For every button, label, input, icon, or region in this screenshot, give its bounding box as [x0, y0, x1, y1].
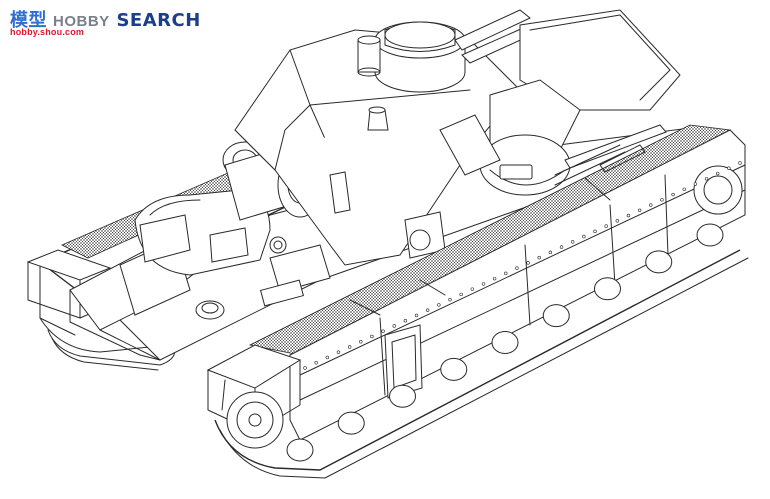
rivet [381, 329, 385, 333]
rivet [593, 229, 597, 234]
rivet [347, 345, 352, 349]
rivet [504, 271, 508, 276]
rivet [325, 355, 330, 360]
watermark-title: 模型 HOBBY SEARCH [10, 6, 201, 32]
rivet [392, 324, 396, 328]
road-wheel [594, 277, 621, 301]
rivet [704, 177, 709, 181]
rivet [303, 366, 307, 370]
rivet [660, 198, 664, 202]
road-wheel [696, 223, 724, 247]
road-wheel [286, 438, 314, 462]
watermark-url: hobby.shou.com [10, 27, 85, 37]
rivet [515, 266, 519, 270]
rivet [559, 245, 564, 249]
rivet [414, 313, 419, 318]
road-wheel [389, 384, 416, 408]
road-wheel [542, 304, 570, 328]
rivet [671, 192, 675, 197]
rivet [403, 318, 408, 323]
road-wheel [491, 331, 519, 354]
rivet [693, 182, 698, 186]
road-wheel [645, 250, 673, 274]
rivet [459, 292, 463, 297]
rear-turret [439, 9, 681, 196]
rivet [470, 287, 475, 291]
near-track [206, 124, 749, 479]
rivet [649, 203, 653, 207]
rivet [370, 334, 374, 339]
rivet [715, 171, 720, 176]
rivet [492, 276, 497, 281]
watermark-search: SEARCH [116, 10, 201, 31]
top-turret [357, 9, 539, 93]
road-wheel [440, 357, 468, 381]
rivet [682, 187, 686, 191]
rivet [570, 240, 575, 244]
rivet [314, 361, 318, 365]
rivet [425, 308, 430, 312]
rivet [615, 219, 620, 223]
rivet [637, 208, 642, 213]
rivet [727, 166, 731, 170]
watermark-prefix: HOBBY [53, 13, 110, 30]
watermark-logo: 模型 HOBBY SEARCH hobby.shou.com [4, 2, 200, 40]
watermark-chinese: 模型 [10, 10, 47, 31]
tools [349, 144, 646, 316]
rivet [437, 303, 441, 307]
rivet [626, 213, 631, 218]
rivet [359, 340, 363, 344]
road-wheel [337, 411, 365, 435]
rivet [481, 282, 486, 286]
rivet [604, 224, 608, 228]
rivet [448, 297, 452, 302]
rivet [537, 255, 541, 260]
rivet [738, 161, 742, 165]
rivet [336, 350, 341, 354]
rivet [526, 261, 530, 265]
rivet [582, 234, 586, 239]
rivet [548, 250, 553, 255]
